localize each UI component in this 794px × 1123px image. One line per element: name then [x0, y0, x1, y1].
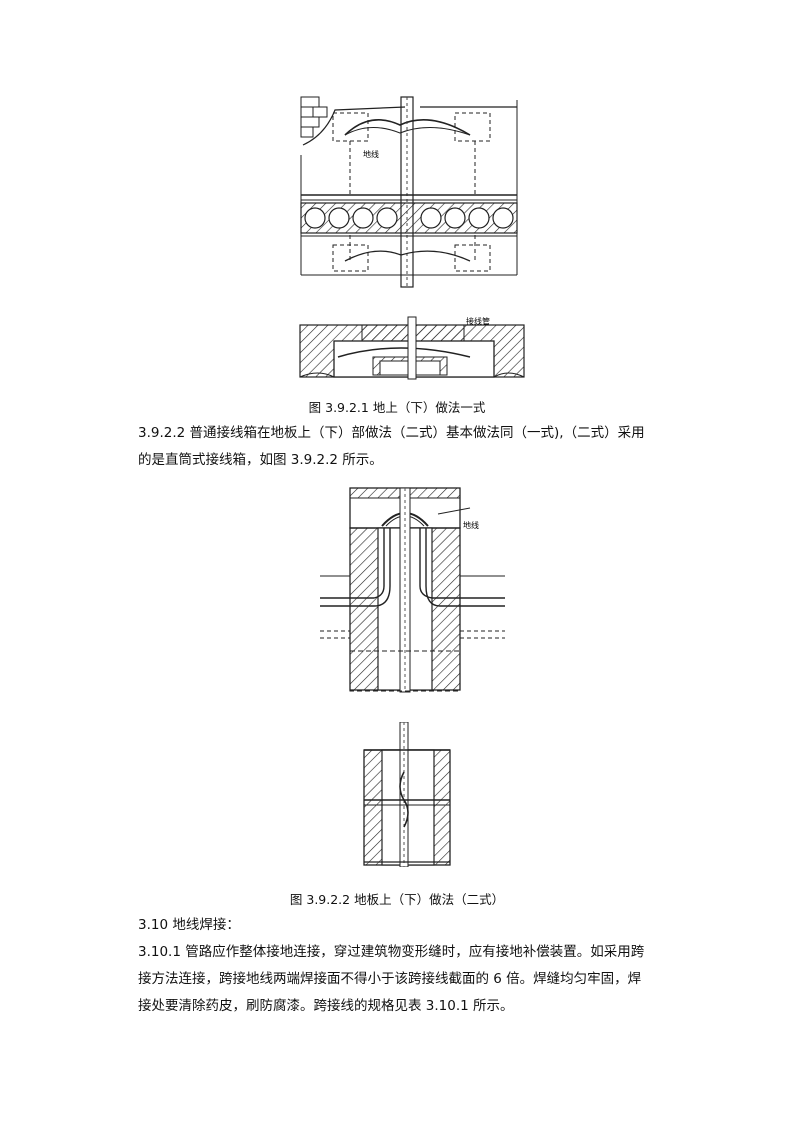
paragraph-line: 的是直筒式接线箱，如图 3.9.2.2 所示。 — [138, 452, 383, 468]
figure-1-caption: 图 3.9.2.1 地上（下）做法一式 — [308, 400, 486, 415]
figure-2-drawing: 地线 — [320, 487, 505, 693]
figure-2-label-ground-wire: 地线 — [463, 520, 479, 530]
figure-1-drawing: 地线 — [295, 95, 530, 290]
section-heading-3-10: 3.10 地线焊接： — [138, 917, 240, 933]
paragraph-line: 接方法连接，跨接地线两端焊接面不得小于该跨接线截面的 6 倍。焊缝均匀牢固，焊 — [138, 971, 642, 987]
figure-1-label-conduit: 接线管 — [466, 316, 490, 326]
brick-wall — [300, 96, 328, 138]
paragraph-3-10-1: 3.10.1 管路应作整体接地连接，穿过建筑物变形缝时，应有接地补偿装置。如采用… — [138, 939, 663, 1020]
figure-1-label-ground-wire: 地线 — [363, 149, 379, 159]
figure-1-section-drawing: 接线管 — [299, 316, 525, 380]
slab-hollow-cores — [304, 207, 514, 229]
figure-2-section-drawing — [363, 722, 451, 867]
figure-2-caption: 图 3.9.2.2 地板上（下）做法（二式） — [289, 892, 505, 907]
paragraph-line: 3.10.1 管路应作整体接地连接，穿过建筑物变形缝时，应有接地补偿装置。如采用… — [138, 944, 645, 960]
paragraph-3-9-2-2: 3.9.2.2 普通接线箱在地板上（下）部做法（二式）基本做法同（一式),（二式… — [138, 420, 663, 474]
paragraph-line: 3.9.2.2 普通接线箱在地板上（下）部做法（二式）基本做法同（一式),（二式… — [138, 425, 645, 441]
paragraph-line: 接处要清除药皮，刷防腐漆。跨接线的规格见表 3.10.1 所示。 — [138, 998, 514, 1014]
